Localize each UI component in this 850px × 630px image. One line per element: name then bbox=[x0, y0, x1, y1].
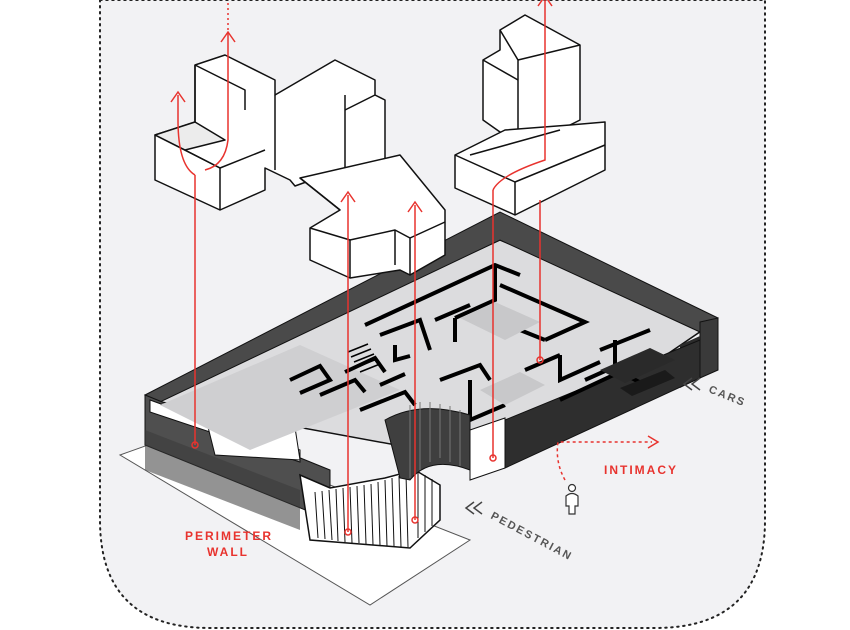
label-perimeter-wall-line2: WALL bbox=[207, 545, 249, 559]
room-fill-3 bbox=[600, 348, 675, 383]
room-fill-2 bbox=[480, 372, 545, 405]
courtyard-left bbox=[160, 345, 400, 450]
label-perimeter-wall-line1: PERIMETER bbox=[185, 529, 273, 543]
cars-entry-arrows-icon bbox=[682, 377, 701, 391]
pedestrian-entry-arrows-icon bbox=[464, 501, 483, 515]
circulation-origin-points bbox=[191, 356, 544, 536]
perimeter-wall-right bbox=[699, 317, 719, 379]
perimeter-wall-front-left-lower bbox=[145, 430, 300, 530]
volume-middle bbox=[299, 154, 446, 279]
circulation-arrowheads bbox=[170, 0, 660, 449]
person-icon bbox=[565, 483, 579, 515]
label-intimacy: INTIMACY bbox=[604, 463, 678, 477]
room-fill-1 bbox=[460, 302, 540, 340]
entry-curved-wall-stripes bbox=[409, 402, 461, 478]
circulation-lines bbox=[177, 0, 652, 532]
stair-treads bbox=[347, 343, 381, 373]
room-fill-4 bbox=[620, 370, 675, 396]
